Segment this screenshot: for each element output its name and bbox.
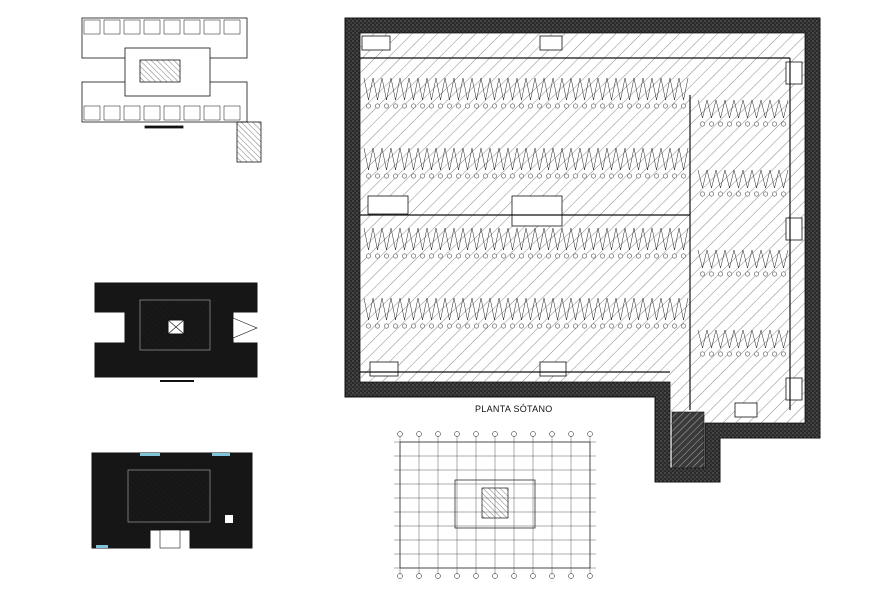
stair-detail — [236, 121, 262, 163]
floor-plan-dark-1 — [94, 282, 258, 382]
vehicle-ramp — [671, 411, 705, 469]
plan-scale-bar — [144, 125, 184, 129]
plan-scale-bar — [160, 380, 194, 382]
core-right-top — [785, 61, 803, 85]
basement-plan — [344, 17, 821, 483]
parking-rows — [363, 77, 789, 357]
basement-floor-hatch — [360, 33, 805, 468]
caption-planta-sotano: PLANTA SÓTANO — [475, 404, 553, 414]
core-left-mid — [367, 195, 409, 215]
floor-plan-detailed — [394, 431, 596, 579]
core-bottom-left — [369, 361, 399, 377]
core-bottom-right — [734, 402, 758, 418]
core-top-mid — [539, 35, 563, 51]
core-right-bottom — [785, 377, 803, 401]
core-top-left — [361, 35, 391, 51]
inner-walls — [360, 57, 791, 410]
core-center — [511, 195, 563, 227]
core-bottom-mid — [539, 361, 567, 377]
floor-plan-dark-2 — [91, 452, 253, 549]
floor-plan-typical — [81, 17, 262, 163]
core-right-mid — [785, 217, 803, 241]
